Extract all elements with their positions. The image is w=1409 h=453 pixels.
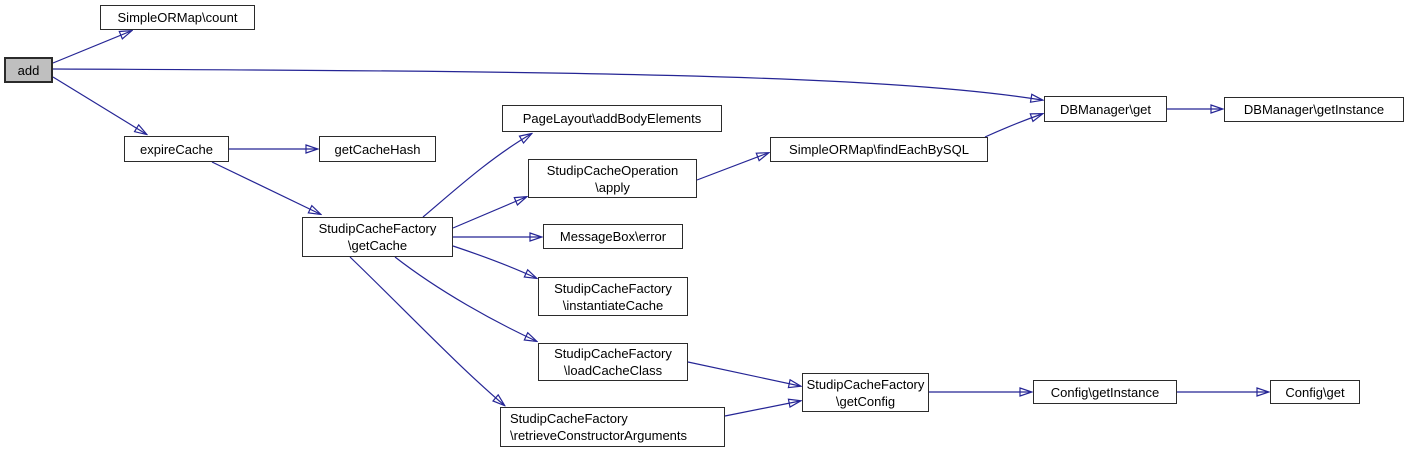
edge-apply-to-findeachbysql [696,153,768,181]
node-studipcachefactory-retrieveconstructorarguments-label: StudipCacheFactory \retrieveConstructorA… [510,411,688,443]
node-dbmanager-get[interactable]: DBManager\get [1044,96,1167,122]
edge-getcache-to-retrieveconstructorarguments [349,256,504,405]
edge-loadcacheclass-to-getconfig [687,361,800,386]
node-getcachehash-label: getCacheHash [334,141,421,157]
node-config-getinstance[interactable]: Config\getInstance [1033,380,1177,404]
node-pagelayout-addbodyelements[interactable]: PageLayout\addBodyElements [502,105,722,132]
edge-expirecache-to-getcache [211,161,320,214]
node-expirecache[interactable]: expireCache [124,136,229,162]
edge-getcache-to-instantiatecache [452,245,536,278]
node-messagebox-error-label: MessageBox\error [559,229,667,244]
node-studipcacheoperation-apply-label: StudipCacheOperation \apply [546,162,679,195]
edge-findeachbysql-to-dbmanager-get [984,114,1042,138]
edge-getcache-to-apply [452,197,526,229]
edge-add-to-dbmanager-get [52,68,1042,100]
edge-add-to-expirecache [52,76,146,134]
edge-getcache-to-addbodyelements [422,134,531,218]
node-studipcacheoperation-apply[interactable]: StudipCacheOperation \apply [528,159,697,198]
node-config-get-label: Config\get [1285,384,1345,400]
node-dbmanager-getinstance-label: DBManager\getInstance [1243,102,1385,117]
node-expirecache-label: expireCache [140,141,213,157]
node-simpleormap-count-label: SimpleORMap\count [117,10,238,25]
node-studipcachefactory-retrieveconstructorarguments[interactable]: StudipCacheFactory \retrieveConstructorA… [500,407,725,447]
node-getcachehash[interactable]: getCacheHash [319,136,436,162]
node-dbmanager-getinstance[interactable]: DBManager\getInstance [1224,97,1404,122]
node-studipcachefactory-getcache-label: StudipCacheFactory \getCache [318,221,437,253]
edge-retrieveconstructorarguments-to-getconfig [724,401,800,417]
node-config-getinstance-label: Config\getInstance [1050,384,1160,400]
node-simpleormap-findeachbysql-label: SimpleORMap\findEachBySQL [789,142,969,157]
node-messagebox-error[interactable]: MessageBox\error [543,224,683,249]
node-simpleormap-findeachbysql[interactable]: SimpleORMap\findEachBySQL [770,137,988,162]
node-studipcachefactory-loadcacheclass[interactable]: StudipCacheFactory \loadCacheClass [538,343,688,381]
node-studipcachefactory-getconfig[interactable]: StudipCacheFactory \getConfig [802,373,929,412]
node-config-get[interactable]: Config\get [1270,380,1360,404]
node-studipcachefactory-getcache[interactable]: StudipCacheFactory \getCache [302,217,453,257]
node-studipcachefactory-getconfig-label: StudipCacheFactory \getConfig [806,376,925,409]
node-add[interactable]: add [4,57,53,83]
node-studipcachefactory-instantiatecache-label: StudipCacheFactory \instantiateCache [554,280,672,313]
edge-getcache-to-loadcacheclass [394,256,536,341]
node-pagelayout-addbodyelements-label: PageLayout\addBodyElements [522,111,702,126]
node-simpleormap-count[interactable]: SimpleORMap\count [100,5,255,30]
node-dbmanager-get-label: DBManager\get [1059,101,1152,117]
node-studipcachefactory-instantiatecache[interactable]: StudipCacheFactory \instantiateCache [538,277,688,316]
node-studipcachefactory-loadcacheclass-label: StudipCacheFactory \loadCacheClass [554,346,672,378]
node-add-label: add [17,62,40,78]
edge-add-to-count [52,31,131,64]
